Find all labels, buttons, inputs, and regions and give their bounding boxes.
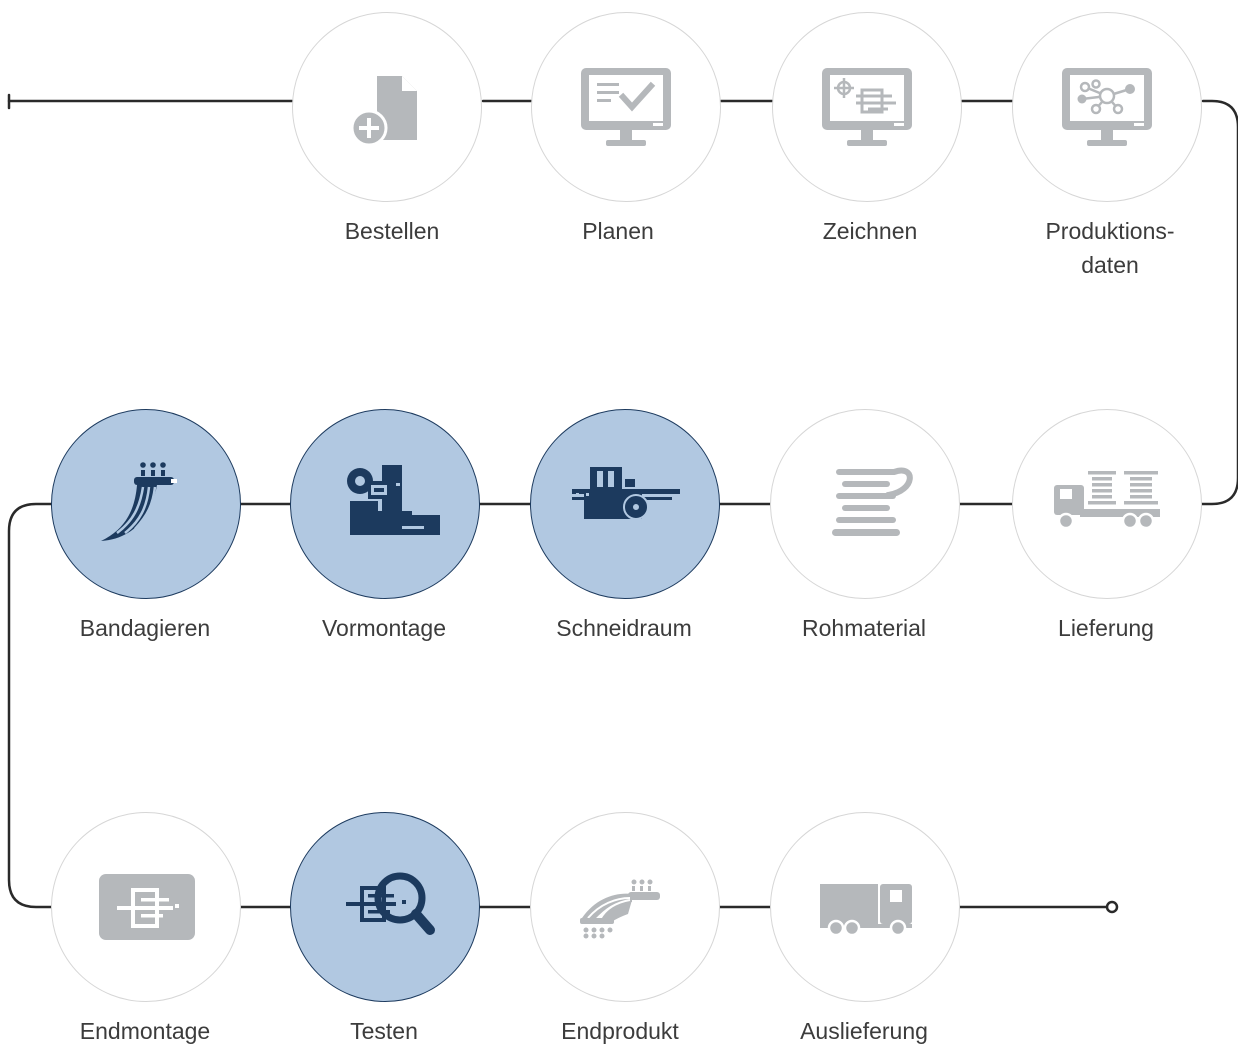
step-schneidraum[interactable]: [530, 409, 720, 599]
wire-harness-icon: [580, 879, 660, 939]
step-bestellen[interactable]: [292, 12, 482, 202]
step-rohmaterial[interactable]: [770, 409, 960, 599]
truck-cargo-icon: [1054, 471, 1160, 530]
monitor-drawing-icon: [822, 68, 912, 146]
truck-icon: [820, 884, 912, 937]
step-label: Bestellen: [344, 218, 440, 244]
step-bandagieren[interactable]: [51, 409, 241, 599]
step-label: Testen: [350, 1018, 418, 1044]
step-vormontage[interactable]: [290, 409, 480, 599]
step-label: Lieferung: [1058, 615, 1154, 641]
step-label: Zeichnen: [822, 218, 918, 244]
step-endmontage[interactable]: [51, 812, 241, 1002]
cutting-machine-icon: [572, 467, 680, 520]
board-assembly-icon: [99, 874, 195, 940]
step-label: Planen: [582, 218, 654, 244]
step-label: Rohmaterial: [802, 615, 926, 641]
step-label: Bandagieren: [79, 615, 211, 641]
assembly-machine-icon: [347, 465, 440, 535]
document-add-icon: [350, 76, 417, 147]
step-label: Endmontage: [79, 1018, 211, 1044]
step-produktionsdaten[interactable]: [1012, 12, 1202, 202]
end-point-marker: [1105, 900, 1119, 914]
step-planen[interactable]: [531, 12, 721, 202]
monitor-network-icon: [1062, 68, 1152, 146]
monitor-checklist-icon: [581, 68, 671, 146]
step-zeichnen[interactable]: [772, 12, 962, 202]
step-testen[interactable]: [290, 812, 480, 1002]
step-lieferung[interactable]: [1012, 409, 1202, 599]
step-label: Produktions- daten: [1045, 218, 1175, 278]
step-auslieferung[interactable]: [770, 812, 960, 1002]
step-label: Schneidraum: [556, 615, 692, 641]
step-label: Endprodukt: [561, 1018, 679, 1044]
magnifier-board-icon: [346, 872, 435, 935]
cable-coil-icon: [832, 467, 913, 536]
step-label: Auslieferung: [800, 1018, 928, 1044]
step-label: Vormontage: [321, 615, 447, 641]
cable-bundle-icon: [101, 462, 177, 541]
step-endprodukt[interactable]: [530, 812, 720, 1002]
